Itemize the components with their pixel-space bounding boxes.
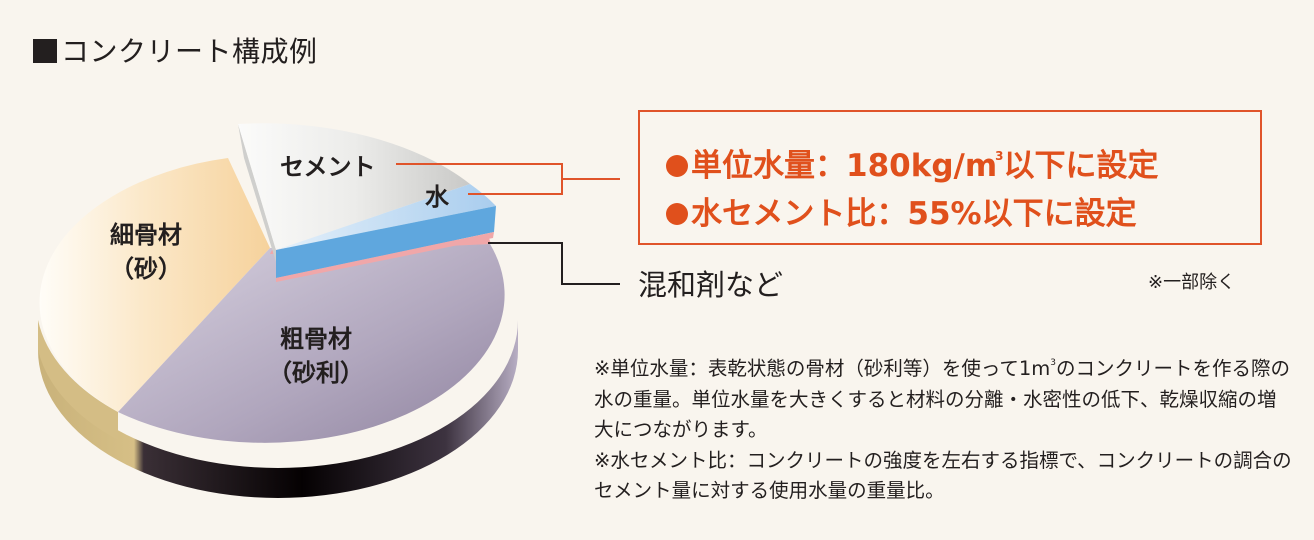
water-side	[276, 206, 496, 278]
chart-title: コンクリート構成例	[33, 30, 318, 70]
callout-lines	[396, 163, 620, 285]
footnote-unit-water: ※単位水量：表乾状態の骨材（砂利等）を使って1m3のコンクリートを作る際の水の重…	[594, 357, 1291, 441]
slice-coarse-aggregate	[118, 244, 505, 443]
label-cement: セメント	[280, 153, 376, 181]
unit-water-requirement: 単位水量：180kg/m3以下に設定	[666, 132, 1260, 190]
label-fine-aggregate: 細骨材 （砂）	[110, 221, 182, 283]
bullet-icon	[666, 203, 688, 225]
pie-chart	[38, 123, 620, 498]
slice-cement	[238, 123, 470, 250]
slice-fine-aggregate	[39, 158, 270, 412]
bullet-icon	[666, 155, 688, 177]
cement-side	[238, 124, 276, 262]
label-coarse-aggregate: 粗骨材 （砂利）	[268, 325, 364, 387]
slice-water	[276, 184, 496, 250]
label-admixture: 混和剤など	[638, 268, 784, 302]
square-bullet-icon	[33, 39, 57, 63]
footnote-water-cement-ratio: ※水セメント比：コンクリートの強度を左右する指標で、コンクリートの調合のセメント…	[594, 448, 1292, 503]
water-cement-ratio-requirement: 水セメント比：55%以下に設定	[666, 190, 1260, 238]
label-water: 水	[425, 183, 449, 211]
partial-note: ※一部除く	[1148, 272, 1236, 293]
info-box: 単位水量：180kg/m3以下に設定 水セメント比：55%以下に設定	[638, 110, 1262, 245]
footnotes: ※単位水量：表乾状態の骨材（砂利等）を使って1m3のコンクリートを作る際の水の重…	[594, 348, 1294, 507]
pie-side	[38, 320, 518, 498]
